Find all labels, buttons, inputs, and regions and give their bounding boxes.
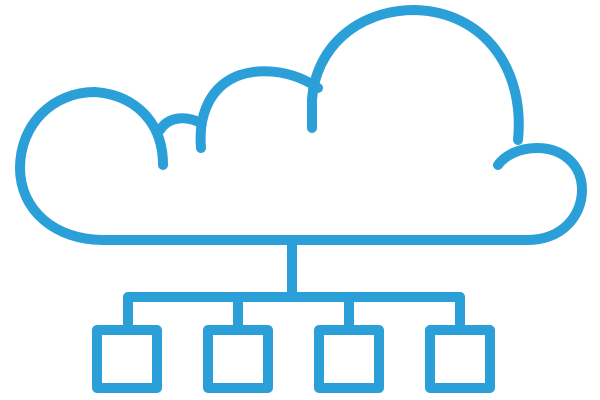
network-node-1 bbox=[92, 325, 162, 393]
network-node-4 bbox=[425, 325, 495, 393]
cloud-outline bbox=[15, 5, 587, 245]
network-node-3 bbox=[314, 325, 384, 393]
network-node-2 bbox=[203, 325, 273, 393]
